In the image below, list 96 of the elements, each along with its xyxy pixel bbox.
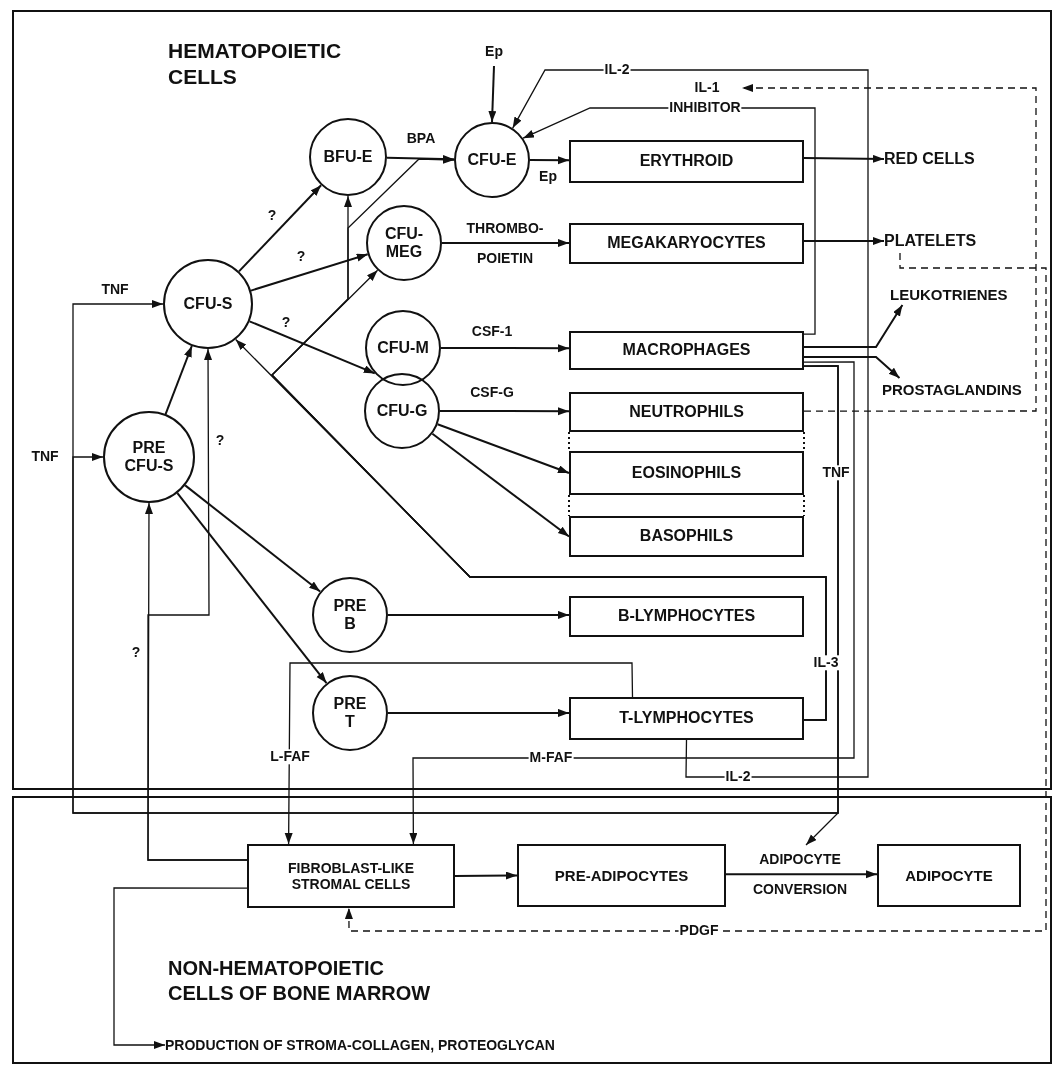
edge-label: IL-1	[693, 80, 721, 96]
edge-label: L-FAF	[269, 749, 311, 765]
cell-label: PRE CFU-S	[123, 438, 175, 476]
edge-label: ?	[266, 208, 278, 224]
box-label: ADIPOCYTE	[904, 866, 994, 885]
arrow	[387, 610, 570, 619]
arrow	[431, 432, 570, 538]
arrow	[512, 69, 869, 778]
arrow	[803, 365, 839, 846]
arrow	[387, 708, 570, 717]
cell-circle	[312, 675, 388, 751]
cell-box	[569, 516, 804, 557]
arrow	[164, 345, 193, 416]
arrow	[184, 484, 322, 593]
arrow	[436, 423, 570, 474]
edge-label: ?	[130, 645, 142, 661]
arrow	[803, 154, 885, 163]
edge-label: TNF	[100, 282, 130, 298]
arrow	[803, 237, 885, 245]
edge-label: IL-3	[812, 655, 840, 671]
box-label: EOSINOPHILS	[630, 463, 743, 483]
edge-label: ADIPOCYTE CONVERSION	[751, 850, 849, 899]
edge-label: Ep	[538, 169, 558, 185]
cell-label: CFU-G	[375, 401, 429, 421]
cell-box	[247, 844, 455, 908]
edge-label: CSF-1	[470, 324, 514, 340]
cell-circle	[103, 411, 195, 503]
box-label: BASOPHILS	[638, 527, 735, 546]
arrow	[284, 662, 634, 845]
arrow	[439, 407, 570, 416]
cell-box	[569, 331, 804, 370]
cell-circle	[364, 373, 440, 449]
cell-label: CFU-E	[466, 150, 518, 170]
box-label: MACROPHAGES	[621, 341, 752, 360]
arrow	[488, 65, 497, 123]
dashed-arrow	[741, 84, 1037, 412]
box-label: B-LYMPHOCYTES	[616, 607, 757, 626]
arrow	[454, 871, 518, 880]
cell-box	[569, 223, 804, 264]
cell-label: CFU- MEG	[383, 224, 425, 262]
box-label: MEGAKARYOCYTES	[606, 234, 767, 253]
cell-box	[877, 844, 1021, 907]
box-label: NEUTROPHILS	[628, 402, 745, 422]
cell-box	[569, 392, 804, 432]
arrow	[803, 356, 901, 379]
box-label: FIBROBLAST-LIKE STROMAL CELLS	[287, 859, 415, 893]
edge-label: TNF	[821, 465, 851, 481]
edge-label: CSF-G	[469, 385, 515, 401]
output-label: PROSTAGLANDINS	[882, 378, 1022, 400]
cell-label: CFU-S	[182, 294, 234, 314]
cell-box	[569, 140, 804, 183]
cell-box	[517, 844, 726, 907]
arrow	[147, 348, 248, 861]
panel-heading: NON-HEMATOPOIETIC CELLS OF BONE MARROW	[168, 956, 432, 1006]
dashed-arrow	[344, 252, 1047, 932]
edge-label: TNF	[30, 449, 60, 465]
panel-frame	[12, 796, 1052, 1064]
cell-circle	[366, 205, 442, 281]
cell-box	[569, 451, 804, 495]
output-label: RED CELLS	[884, 147, 975, 171]
cell-circle	[309, 118, 387, 196]
arrow	[113, 887, 248, 1049]
arrow	[803, 304, 904, 348]
cell-circle	[312, 577, 388, 653]
edge-label: ?	[280, 315, 292, 331]
box-label: T-LYMPHOCYTES	[618, 709, 755, 728]
arrow	[238, 184, 323, 273]
output-label: LEUKOTRIENES	[890, 283, 1008, 305]
output-label: PRODUCTION OF STROMA-COLLAGEN, PROTEOGLYCAN	[165, 1035, 555, 1055]
arrow	[409, 361, 855, 845]
cell-box	[569, 697, 804, 740]
panel-heading: HEMATOPOIETIC CELLS	[168, 38, 342, 91]
arrow	[248, 320, 376, 375]
edge-label: ?	[214, 433, 226, 449]
panel-frame	[12, 10, 1052, 790]
edge-label: BPA	[405, 131, 437, 147]
edge-label: THROMBO- POIETIN	[465, 219, 545, 268]
box-label: PRE-ADIPOCYTES	[553, 866, 690, 885]
cell-label: BFU-E	[322, 147, 374, 167]
arrow	[441, 239, 570, 248]
cell-circle	[365, 310, 441, 386]
box-label: ERYTHROID	[638, 152, 735, 171]
arrow	[529, 156, 570, 165]
edge-label: ?	[295, 249, 307, 265]
arrow	[176, 492, 328, 685]
cell-label: PRE B	[332, 596, 368, 634]
edge-label: Ep	[484, 44, 504, 60]
output-label: PLATELETS	[884, 229, 977, 253]
cell-label: CFU-M	[376, 338, 430, 358]
arrow	[725, 870, 878, 879]
cell-circle	[163, 259, 253, 349]
arrow	[250, 253, 369, 292]
cell-label: PRE T	[332, 694, 368, 732]
cell-box	[569, 596, 804, 637]
arrow	[440, 344, 570, 353]
cell-circle	[454, 122, 530, 198]
